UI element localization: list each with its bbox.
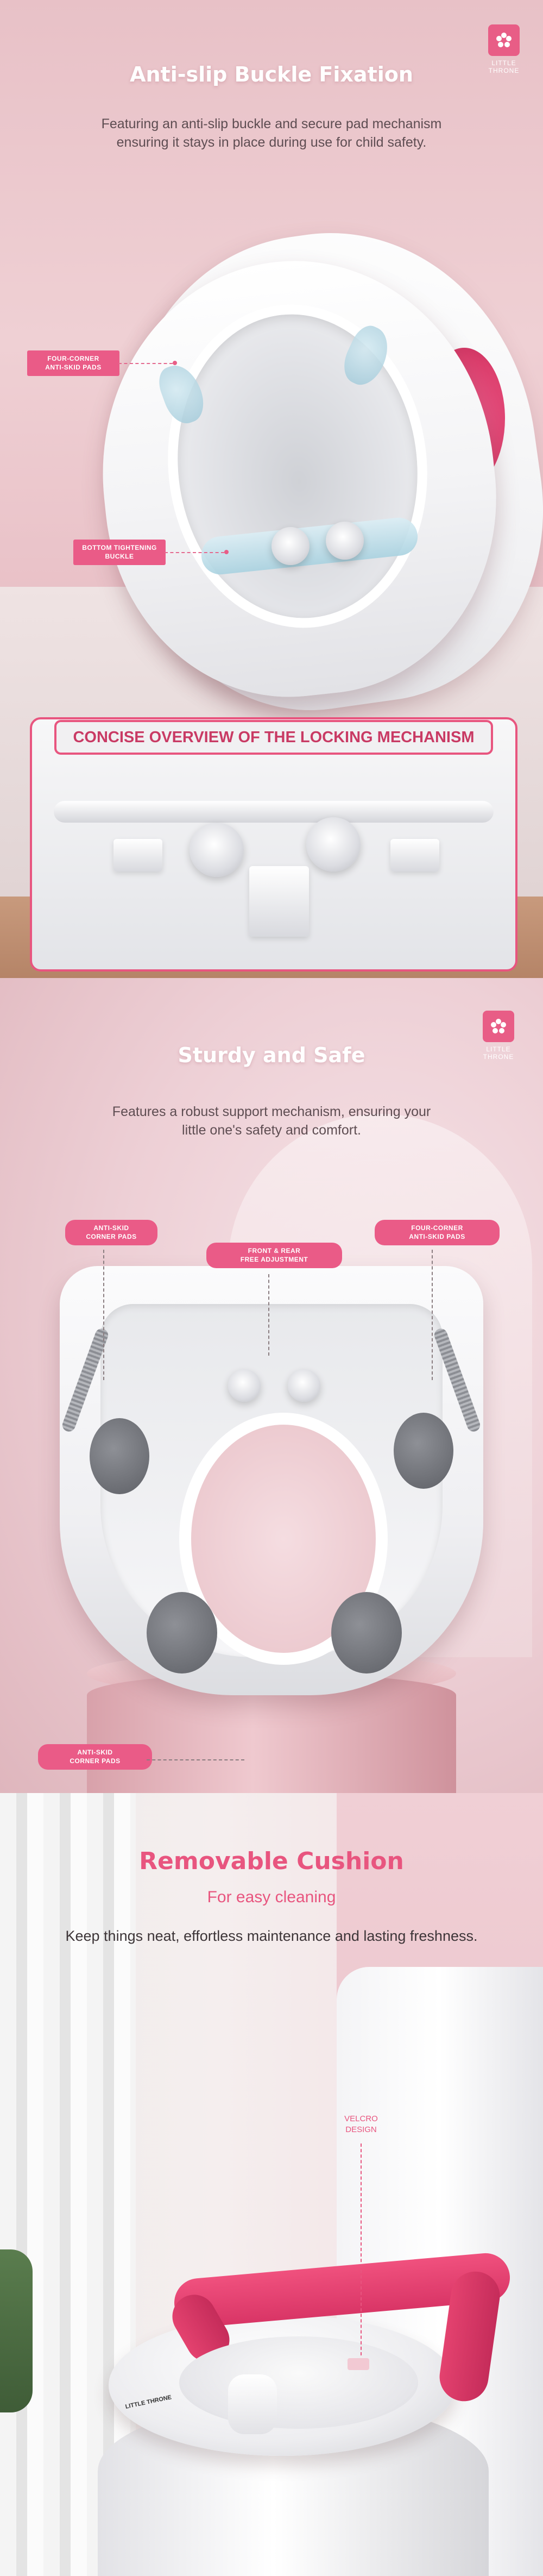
velcro-design-label: VELCRO DESIGN — [331, 2114, 391, 2136]
callout-dot — [173, 361, 177, 365]
anti-skid-pad-top-left — [90, 1418, 149, 1494]
logo-line-1: LITTLE — [486, 1045, 511, 1053]
logo-line-2: THRONE — [483, 1053, 514, 1061]
callout-leader-line — [165, 552, 224, 553]
callout-leader-line — [147, 1759, 244, 1760]
flower-logo-icon — [488, 24, 520, 56]
callout-four-corner-pads: FOUR-CORNER ANTI-SKID PADS — [375, 1220, 500, 1246]
buckle-knob-right — [326, 522, 364, 560]
section-title: Sturdy and Safe — [178, 1043, 365, 1067]
removable-cushion — [179, 2336, 418, 2429]
section-sturdy-safe: LITTLE THRONE Sturdy and Safe Features a… — [0, 978, 543, 1793]
section-title: Removable Cushion — [139, 1847, 404, 1875]
section-title: Anti-slip Buckle Fixation — [130, 62, 413, 86]
callout-leader-line — [432, 1250, 433, 1380]
brand-logo: LITTLE THRONE — [481, 24, 527, 75]
callout-left-corner-pads: ANTI-SKID CORNER PADS — [65, 1220, 157, 1246]
section-tagline: For easy cleaning — [207, 1888, 336, 1906]
section-anti-slip-buckle: LITTLE THRONE Anti-slip Buckle Fixation … — [0, 0, 543, 978]
logo-line-2: THRONE — [488, 67, 520, 75]
mechanism-center-block — [249, 866, 309, 937]
locking-knob-right — [306, 817, 361, 872]
velcro-label-line-1: VELCRO — [344, 2114, 378, 2123]
adjust-knob-left — [228, 1369, 261, 1402]
velcro-strip — [348, 2358, 369, 2370]
callout-dot — [224, 550, 229, 554]
callout-text-1: FRONT & REAR — [248, 1247, 301, 1255]
callout-text-1: ANTI-SKID — [93, 1224, 129, 1232]
section-subtitle: Features a robust support mechanism, ens… — [0, 1103, 543, 1140]
callout-text-1: BOTTOM TIGHTENING — [82, 544, 157, 551]
mechanism-block — [113, 839, 162, 872]
locking-knob-left — [190, 823, 244, 877]
subtitle-line-2: ensuring it stays in place during use fo… — [116, 134, 427, 150]
subtitle-line-2: little one's safety and comfort. — [182, 1122, 361, 1138]
splash-guard — [228, 2374, 277, 2434]
section-subtitle: Keep things neat, effortless maintenance… — [65, 1928, 478, 1944]
anti-skid-pad-bottom-left — [147, 1592, 217, 1674]
callout-leader-line — [118, 363, 173, 364]
callout-text-2: ANTI-SKID PADS — [409, 1232, 465, 1240]
mechanism-block — [390, 839, 439, 872]
callout-bottom-corner-pads: ANTI-SKID CORNER PADS — [38, 1744, 152, 1770]
callout-text-2: CORNER PADS — [70, 1757, 121, 1765]
logo-line-1: LITTLE — [491, 59, 516, 67]
callout-text-1: FOUR-CORNER — [411, 1224, 463, 1232]
brand-logo: LITTLE THRONE — [475, 1011, 522, 1061]
buckle-knob-left — [272, 527, 310, 565]
callout-four-corner-pads: FOUR-CORNER ANTI-SKID PADS — [27, 350, 119, 377]
house-plant — [0, 2249, 33, 2412]
adjust-knob-right — [288, 1369, 320, 1402]
mechanism-crossbar — [54, 801, 494, 823]
overview-label: CONCISE OVERVIEW OF THE LOCKING MECHANIS… — [54, 720, 493, 755]
callout-text-2: ANTI-SKID PADS — [45, 363, 102, 371]
flower-logo-icon — [483, 1011, 514, 1042]
velcro-label-line-2: DESIGN — [345, 2125, 377, 2135]
subtitle-line-1: Features a robust support mechanism, ens… — [112, 1104, 431, 1119]
callout-text-2: BUCKLE — [105, 552, 134, 560]
section-subtitle: Featuring an anti-slip buckle and secure… — [0, 115, 543, 152]
callout-text-1: FOUR-CORNER — [47, 355, 99, 362]
section-removable-cushion: Removable Cushion For easy cleaning Keep… — [0, 1793, 543, 2576]
anti-skid-pad-top-right — [394, 1413, 453, 1489]
callout-bottom-buckle: BOTTOM TIGHTENING BUCKLE — [73, 540, 166, 566]
anti-skid-pad-bottom-right — [331, 1592, 402, 1674]
callout-text-2: CORNER PADS — [86, 1232, 137, 1240]
locking-mechanism-closeup — [30, 717, 517, 972]
velcro-leader-line — [361, 2143, 362, 2355]
subtitle-line-1: Featuring an anti-slip buckle and secure… — [101, 116, 442, 131]
callout-text-2: FREE ADJUSTMENT — [240, 1255, 308, 1263]
callout-leader-line — [268, 1274, 269, 1356]
callout-front-rear-adjustment: FRONT & REAR FREE ADJUSTMENT — [206, 1243, 342, 1269]
callout-leader-line — [103, 1250, 104, 1380]
callout-text-1: ANTI-SKID — [77, 1748, 113, 1756]
